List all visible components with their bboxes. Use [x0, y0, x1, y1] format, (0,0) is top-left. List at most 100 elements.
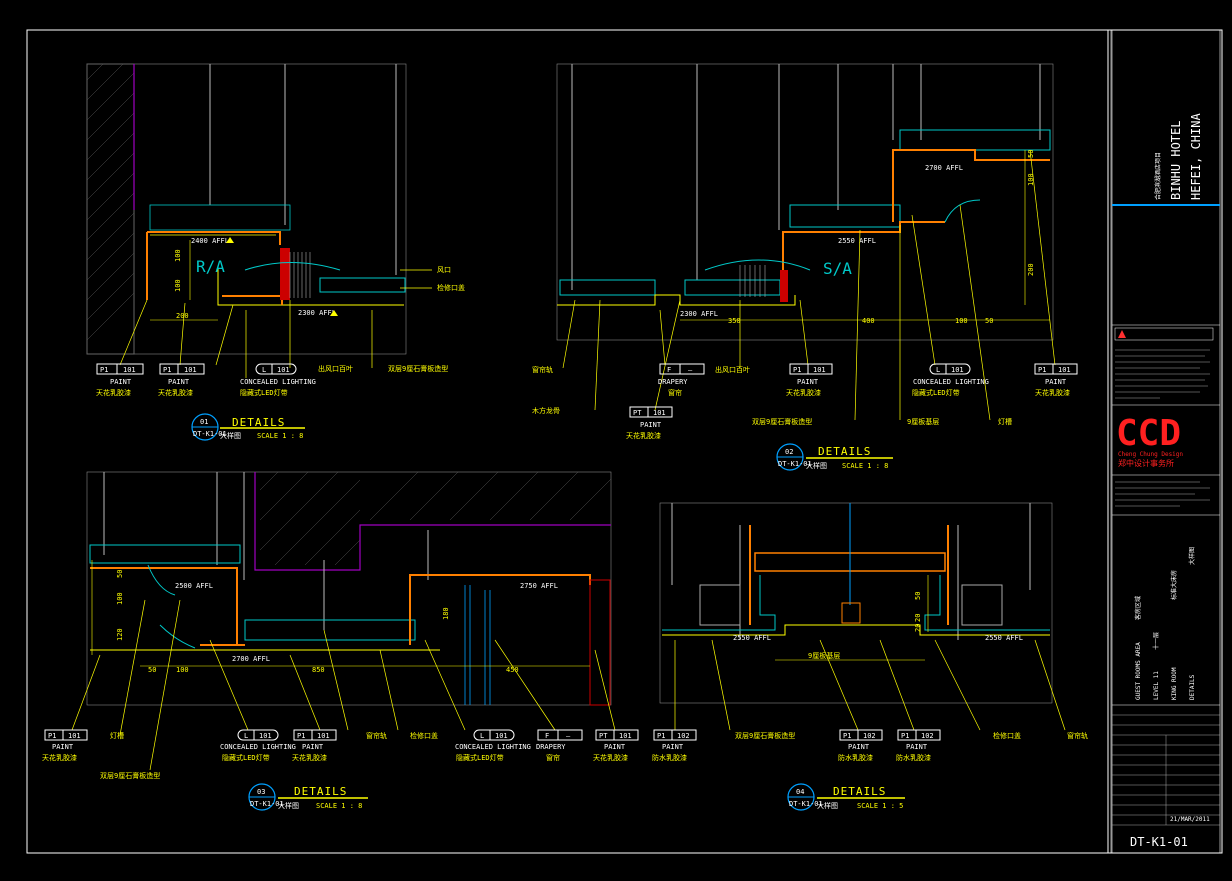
- level-label: 2500 AFFL: [175, 582, 213, 590]
- svg-text:SCALE 1 : 8: SCALE 1 : 8: [842, 462, 888, 470]
- note-label: 木方龙骨: [532, 406, 560, 415]
- note-label: 检修口盖: [410, 731, 438, 740]
- note-label: 9厘板基层: [808, 651, 840, 660]
- svg-text:CONCEALED LIGHTING: CONCEALED LIGHTING: [455, 743, 531, 751]
- dim-label: 100: [174, 249, 182, 262]
- svg-text:PAINT: PAINT: [640, 421, 662, 429]
- svg-text:L: L: [480, 732, 484, 740]
- svg-text:P1: P1: [793, 366, 801, 374]
- level-label: 2750 AFFL: [520, 582, 558, 590]
- svg-text:04: 04: [796, 788, 804, 796]
- svg-text:L: L: [244, 732, 248, 740]
- tag-f: F — DRAPERY 窗帘: [658, 363, 705, 397]
- dim-label: 100: [955, 317, 968, 325]
- dim-label: 50: [914, 592, 922, 600]
- svg-text:防水乳胶漆: 防水乳胶漆: [896, 753, 931, 762]
- tag-l-101: L 101 CONCEALED LIGHTING 隐藏式LED灯带: [912, 363, 989, 397]
- svg-text:P1: P1: [1038, 366, 1046, 374]
- tag-p1-102: P1 102 PAINT 防水乳胶漆: [652, 729, 697, 762]
- svg-text:F: F: [667, 366, 671, 374]
- room-cn: 标准大床房: [1170, 570, 1178, 600]
- svg-text:隐藏式LED灯带: 隐藏式LED灯带: [222, 753, 270, 762]
- level-cn: 十一层: [1152, 632, 1160, 650]
- svg-text:SCALE 1 : 8: SCALE 1 : 8: [257, 432, 303, 440]
- detail-04: 9厘板基层 2550 AFFL 2550 AFFL 50 20 20 双层9厘石…: [652, 502, 1088, 811]
- detail-title: 04 DT-K1-01 DETAILS 大样图 SCALE 1 : 5: [787, 783, 905, 811]
- dim-label: 50: [1027, 150, 1035, 158]
- svg-text:SCALE 1 : 5: SCALE 1 : 5: [857, 802, 903, 810]
- svg-text:101: 101: [68, 732, 81, 740]
- drawing-number: DT-K1-01: [1130, 835, 1188, 849]
- note-label: 双层9厘石膏板造型: [388, 364, 448, 373]
- tag-p1-101: P1 101 PAINT 天花乳胶漆: [786, 363, 833, 397]
- svg-text:P1: P1: [48, 732, 56, 740]
- svg-text:PAINT: PAINT: [906, 743, 928, 751]
- level-label: 2400 AFFL: [191, 237, 229, 245]
- tag-l-101: L 101 CONCEALED LIGHTING 隐藏式LED灯带: [220, 729, 296, 762]
- level-label: LEVEL 11: [1153, 671, 1160, 700]
- dim-label: 100: [176, 666, 189, 674]
- svg-text:天花乳胶漆: 天花乳胶漆: [158, 388, 193, 397]
- svg-text:天花乳胶漆: 天花乳胶漆: [593, 753, 628, 762]
- svg-text:102: 102: [677, 732, 690, 740]
- note-label: 检修口盖: [993, 731, 1021, 740]
- svg-text:PAINT: PAINT: [1045, 378, 1067, 386]
- svg-text:DRAPERY: DRAPERY: [536, 743, 566, 751]
- section-mark-ra: R/A: [196, 257, 225, 276]
- svg-text:P1: P1: [163, 366, 171, 374]
- note-label: 出风口百叶: [318, 364, 353, 373]
- dim-label: 100: [1027, 173, 1035, 186]
- level-label: 2700 AFFL: [925, 164, 963, 172]
- detail-title: 03 DT-K1-01 DETAILS 大样图 SCALE 1 : 8: [248, 783, 368, 811]
- svg-text:P1: P1: [297, 732, 305, 740]
- dim-label: 20: [914, 614, 922, 622]
- level-label: 2550 AFFL: [838, 237, 876, 245]
- svg-text:CONCEALED LIGHTING: CONCEALED LIGHTING: [913, 378, 989, 386]
- svg-text:天花乳胶漆: 天花乳胶漆: [786, 388, 821, 397]
- svg-text:防水乳胶漆: 防水乳胶漆: [652, 753, 687, 762]
- dim-label: 100: [174, 279, 182, 292]
- project-cn: 合肥滨湖酒店项目: [1154, 152, 1162, 200]
- svg-text:DRAPERY: DRAPERY: [658, 378, 688, 386]
- svg-text:隐藏式LED灯带: 隐藏式LED灯带: [240, 388, 288, 397]
- svg-text:P1: P1: [657, 732, 665, 740]
- svg-text:DETAILS: DETAILS: [232, 416, 285, 429]
- dim-label: 120: [116, 628, 124, 641]
- svg-text:PAINT: PAINT: [662, 743, 684, 751]
- svg-text:101: 101: [653, 409, 666, 417]
- detail-03: 2500 AFFL 2750 AFFL 2700 AFFL 50 100 120…: [42, 471, 639, 811]
- room-label: KING ROOM: [1171, 667, 1178, 700]
- note-label: 9厘板基层: [907, 417, 939, 426]
- note-label: 风口: [437, 266, 451, 274]
- sheet-title: DETAILS: [1189, 674, 1196, 700]
- svg-text:P1: P1: [100, 366, 108, 374]
- svg-text:天花乳胶漆: 天花乳胶漆: [1035, 388, 1070, 397]
- tag-p1-102: P1 102 PAINT 防水乳胶漆: [896, 729, 941, 762]
- svg-text:DETAILS: DETAILS: [818, 445, 871, 458]
- note-label: 灯槽: [998, 417, 1012, 426]
- dim-label: 180: [442, 607, 450, 620]
- dim-label: 200: [176, 312, 189, 320]
- svg-text:DETAILS: DETAILS: [294, 785, 347, 798]
- area-label: GUEST ROOMS AREA: [1135, 642, 1142, 700]
- sheet-title-cn: 大样图: [1188, 547, 1196, 565]
- svg-text:PAINT: PAINT: [797, 378, 819, 386]
- svg-text:大样图: 大样图: [817, 801, 838, 810]
- dim-label: 50: [985, 317, 993, 325]
- svg-text:DT-K1-01: DT-K1-01: [250, 800, 284, 808]
- svg-text:SCALE 1 : 8: SCALE 1 : 8: [316, 802, 362, 810]
- svg-text:PAINT: PAINT: [848, 743, 870, 751]
- svg-text:隐藏式LED灯带: 隐藏式LED灯带: [912, 388, 960, 397]
- tag-p1-101: P1 101 PAINT 天花乳胶漆: [96, 363, 144, 397]
- note-label: 双层9厘石膏板造型: [735, 731, 795, 740]
- detail-title: 01 DT-K1-01 DETAILS 大样图 SCALE 1 : 8: [191, 413, 305, 441]
- svg-text:大样图: 大样图: [220, 431, 241, 440]
- svg-text:101: 101: [184, 366, 197, 374]
- level-label: 2700 AFFL: [232, 655, 270, 663]
- detail-01: R/A 2400 AFFL 2300 AFFL 100 100 200 风口 检…: [86, 63, 465, 441]
- svg-text:PT: PT: [599, 732, 608, 740]
- dim-label: 400: [862, 317, 875, 325]
- note-label: 窗帘轨: [532, 365, 553, 374]
- svg-text:101: 101: [277, 366, 290, 374]
- svg-text:P1: P1: [843, 732, 851, 740]
